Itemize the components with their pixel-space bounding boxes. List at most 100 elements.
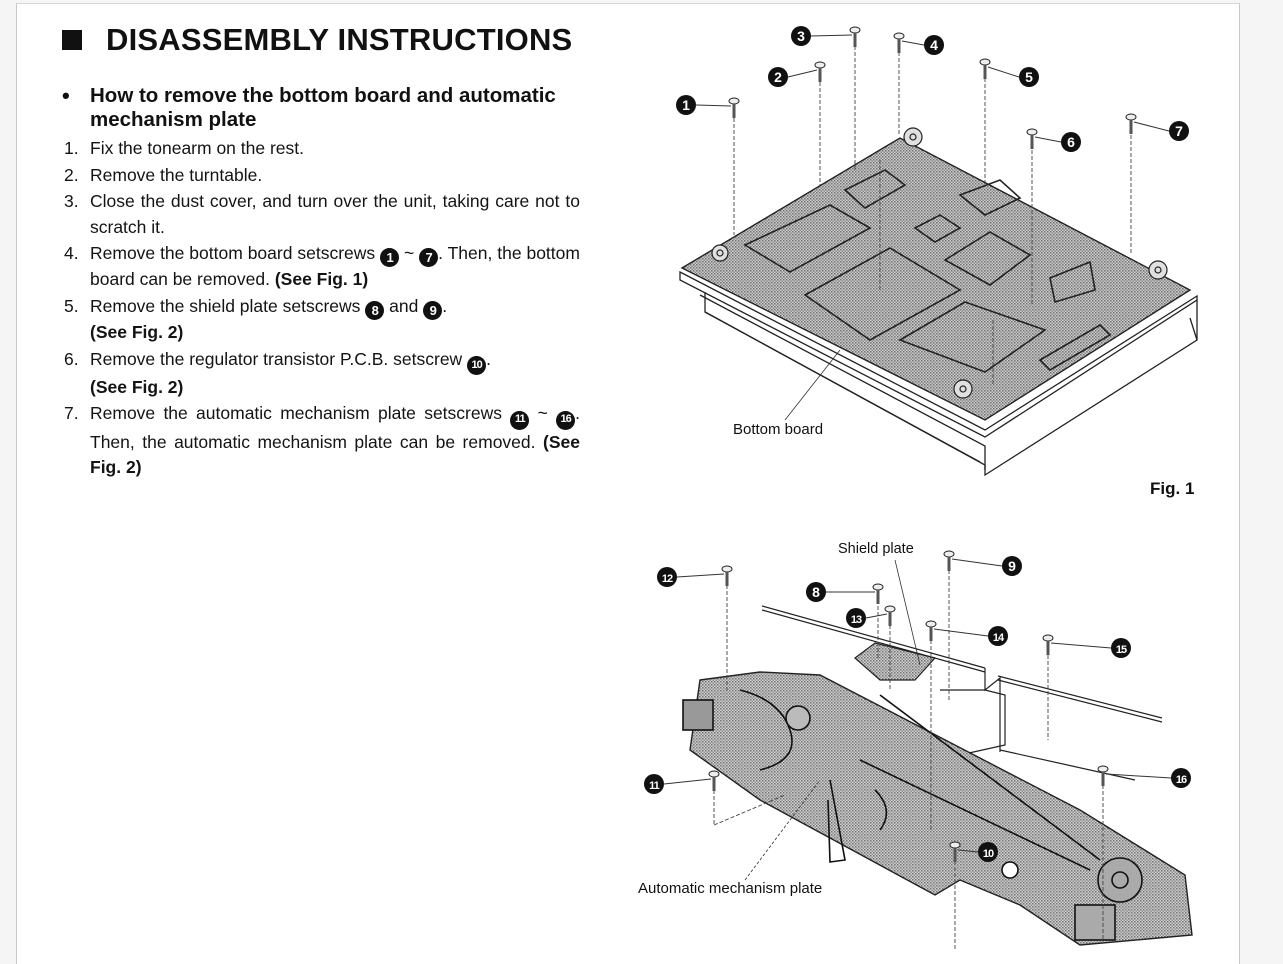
screw-number-badge: 7 — [419, 248, 439, 268]
callout-leader-line — [987, 66, 1020, 78]
screw-head-icon — [728, 97, 740, 105]
screw-number-label: 11 — [649, 780, 660, 792]
step-item: 3. Close the dust cover, and turn over t… — [64, 191, 580, 237]
screw-shank-icon — [1046, 641, 1050, 655]
step-item: 5. Remove the shield plate setscrews 8 a… — [64, 295, 448, 342]
figure-1-bottom-board-diagram: 1 2 3 4 5 6 7 — [676, 26, 1198, 477]
screw-number-badge — [846, 608, 866, 628]
screw-number-label: 7 — [1175, 123, 1183, 139]
bottom-board-label: Bottom board — [733, 421, 824, 438]
callout-leader-line — [865, 613, 888, 619]
figure-1-caption: Fig. 1 — [1150, 479, 1195, 498]
screw-number-label: 15 — [1116, 644, 1127, 656]
callout-leader-line — [1133, 121, 1170, 132]
screw-head-icon — [1042, 634, 1054, 642]
figure-reference: (See Fig. 2) — [90, 376, 184, 397]
screw-number-badge — [1171, 768, 1191, 788]
screw-number-label: 1 — [682, 97, 690, 113]
screw-shank-icon — [876, 590, 880, 604]
chassis-edges — [761, 605, 1163, 781]
step-item: 7. Remove the automatic mechanism plate … — [64, 403, 580, 478]
screw-number-label: 9 — [1008, 558, 1016, 574]
step-item: 2. Remove the turntable. — [64, 164, 263, 185]
screw-head-icon — [872, 583, 884, 591]
screw-head-icon — [925, 620, 937, 628]
fig1-screw-callouts: 1 2 3 4 5 6 7 — [676, 26, 1189, 152]
feet — [711, 127, 1168, 399]
screw-shank-icon — [929, 627, 933, 641]
screw-number-label: 5 — [1025, 69, 1033, 85]
screw-shank-icon — [818, 68, 822, 82]
screw-number-label: 3 — [797, 28, 805, 44]
screw-callout-8: 8 — [806, 582, 884, 604]
screw-number-label: 12 — [662, 573, 673, 585]
shield-plate-shape — [854, 642, 937, 681]
step-item: 1. Fix the tonearm on the rest. — [64, 138, 304, 158]
callout-leader-line — [676, 573, 725, 578]
figure-reference: (See Fig. 2) — [90, 431, 580, 478]
screw-number-label: 10 — [983, 848, 994, 860]
step-item: 4. Remove the bottom board setscrews 1 ~… — [64, 243, 580, 290]
screw-head-icon — [849, 26, 861, 34]
screw-number-badge — [1111, 638, 1131, 658]
screw-callout-6: 6 — [1026, 128, 1081, 152]
screw-callout-5: 5 — [979, 58, 1039, 87]
callout-leader-line — [1050, 642, 1112, 649]
section-heading: • How to remove the bottom board and aut… — [62, 83, 556, 132]
figure-reference: (See Fig. 2) — [90, 322, 184, 342]
step-item: 6. Remove the regulator transistor P.C.B… — [64, 348, 491, 397]
screw-shank-icon — [1101, 772, 1105, 786]
steps-list: 1. Fix the tonearm on the rest. 2. Remov… — [64, 136, 580, 482]
mechanism-parts — [682, 689, 1143, 941]
screw-number-label: 6 — [1067, 134, 1075, 150]
callout-leader-line — [810, 34, 853, 37]
screw-shank-icon — [853, 33, 857, 47]
screw-head-icon — [1097, 765, 1109, 773]
screw-callout-9: 9 — [943, 550, 1022, 576]
square-bullet-icon — [62, 30, 82, 50]
screw-number-badge — [791, 26, 811, 46]
callout-leader-line — [901, 40, 925, 46]
screw-head-icon — [979, 58, 991, 66]
callout-leader-line — [1034, 136, 1062, 143]
screw-callout-4: 4 — [893, 32, 944, 55]
screw-head-icon — [1026, 128, 1038, 136]
screw-callout-1: 1 — [676, 95, 740, 118]
shield-plate-leader-line — [894, 559, 921, 666]
screw-callout-2: 2 — [768, 61, 826, 87]
screw-number-badge: 9 — [423, 301, 443, 320]
automatic-mechanism-plate-shape — [689, 671, 1193, 946]
screw-number-badge — [924, 35, 944, 55]
screw-number-badge: 8 — [365, 301, 385, 320]
screw-head-icon — [721, 565, 733, 573]
callout-leader-line — [957, 849, 979, 853]
screw-shank-icon — [983, 65, 987, 79]
bullet-icon: • — [62, 83, 70, 108]
screw-shank-icon — [888, 612, 892, 626]
screw-number-label: 13 — [851, 614, 862, 626]
callout-leader-line — [695, 104, 732, 107]
screw-head-icon — [1125, 113, 1137, 121]
board-panels — [743, 169, 1112, 373]
screw-callout-7: 7 — [1125, 113, 1189, 141]
figure-reference: (See Fig. 1) — [274, 269, 369, 290]
screw-head-icon — [708, 770, 720, 778]
screw-number-label: 4 — [930, 37, 938, 53]
screw-head-icon — [884, 605, 896, 613]
screw-number-badge — [978, 842, 998, 862]
screw-number-badge — [676, 95, 696, 115]
screw-number-badge — [1169, 121, 1189, 141]
screw-number-badge — [988, 626, 1008, 646]
screw-number-badge: 16 — [556, 410, 576, 430]
screw-number-badge — [1002, 556, 1022, 576]
screw-number-badge: 11 — [510, 410, 530, 430]
screw-number-label: 2 — [774, 69, 782, 85]
screw-shank-icon — [712, 777, 716, 791]
bottom-board-shape — [680, 137, 1192, 421]
screw-callout-13: 13 — [846, 605, 896, 628]
screw-leader-lines — [733, 46, 1132, 385]
screw-shank-icon — [725, 572, 729, 586]
page-title: DISASSEMBLY INSTRUCTIONS — [62, 22, 572, 58]
